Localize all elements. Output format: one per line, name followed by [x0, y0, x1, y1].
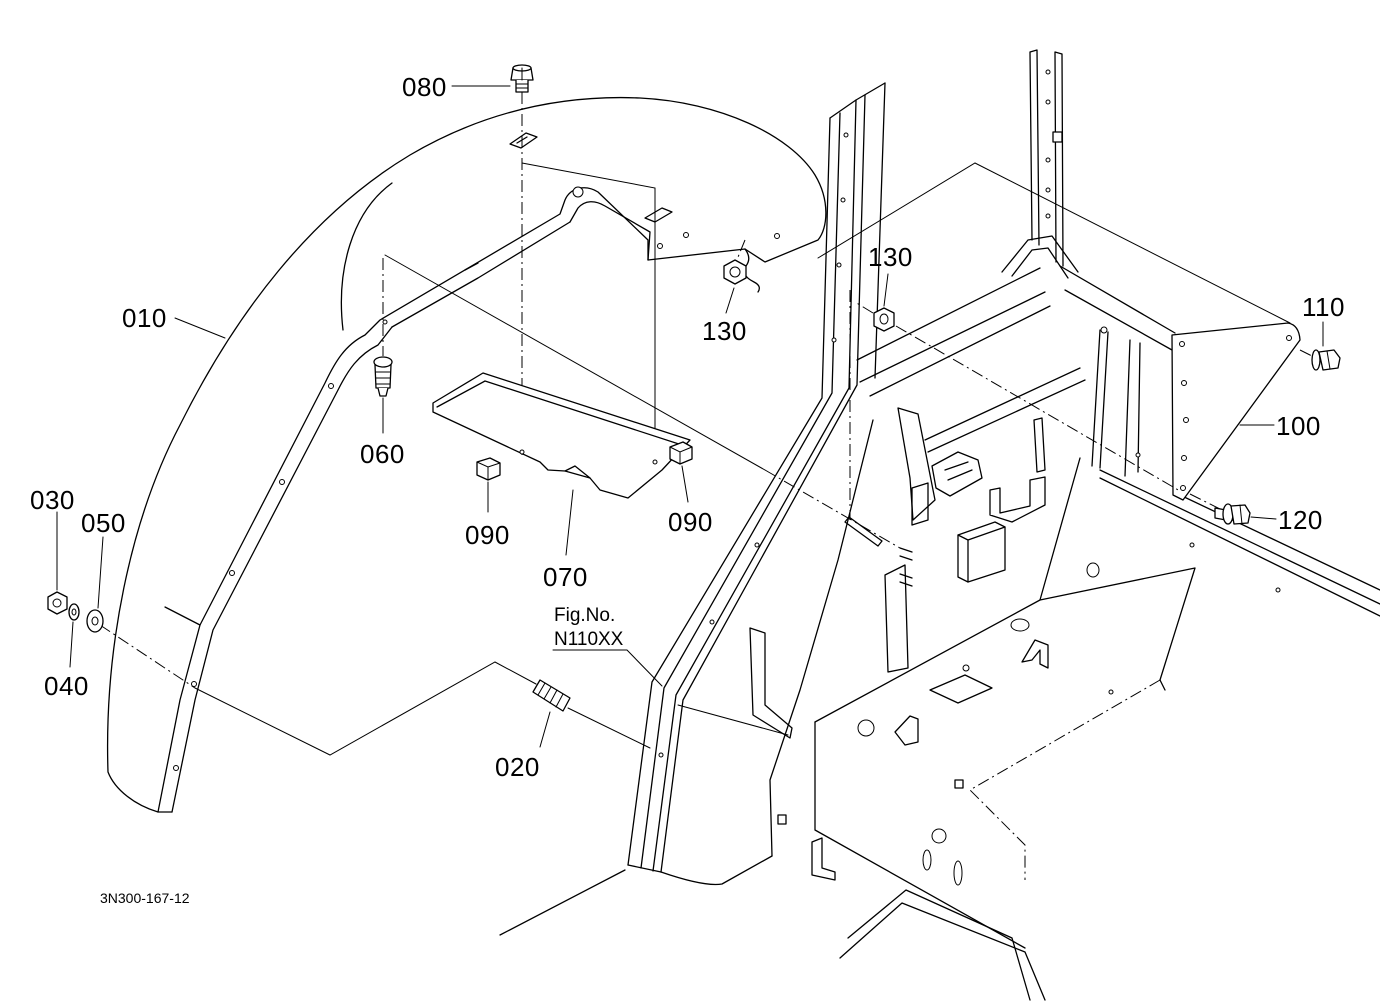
lower-frame: [499, 562, 1196, 1001]
callout-130-upper: 130: [702, 316, 747, 346]
leader-lines: [56, 85, 1324, 748]
callout-090-left: 090: [465, 520, 510, 550]
callout-090-right: 090: [668, 507, 713, 537]
stud-020: [532, 679, 571, 712]
nut-030: [47, 591, 68, 615]
cover-panel-100: [1171, 322, 1301, 501]
callout-110: 110: [1302, 292, 1345, 322]
figure-reference: Fig.No. N110XX: [554, 605, 624, 650]
nut-130-right: [873, 307, 895, 332]
plate-070: [432, 372, 691, 499]
fender-010: [106, 96, 827, 813]
nut-130-upper: [723, 259, 747, 285]
callout-050: 050: [81, 508, 126, 538]
lock-washer-040: [68, 603, 80, 621]
callout-010: 010: [122, 303, 167, 333]
callout-030: 030: [30, 485, 75, 515]
clip-090-right: [669, 441, 693, 465]
washer-050: [86, 609, 104, 633]
callout-060: 060: [360, 439, 405, 469]
cab-pillar: [627, 82, 886, 886]
callout-040: 040: [44, 671, 89, 701]
bolt-110: [1311, 349, 1341, 371]
bolt-080: [510, 64, 534, 93]
callout-130-right: 130: [868, 242, 913, 272]
drawing-code: 3N300-167-12: [100, 890, 190, 906]
bolt-120: [1214, 503, 1251, 525]
clip-090-left: [476, 457, 501, 481]
cab-frame: [677, 49, 1380, 739]
figure-reference-label: Fig.No.: [554, 605, 615, 626]
figure-reference-number: N110XX: [554, 629, 624, 650]
callout-120: 120: [1278, 505, 1323, 535]
fender-bracket: [391, 132, 673, 328]
callout-100: 100: [1276, 411, 1321, 441]
push-rivet-060: [373, 356, 393, 397]
callout-080: 080: [402, 72, 447, 102]
callout-020: 020: [495, 752, 540, 782]
callout-labels: 080 010 130 130 110 060 100 090 090 070 …: [30, 72, 1345, 782]
callout-070: 070: [543, 562, 588, 592]
